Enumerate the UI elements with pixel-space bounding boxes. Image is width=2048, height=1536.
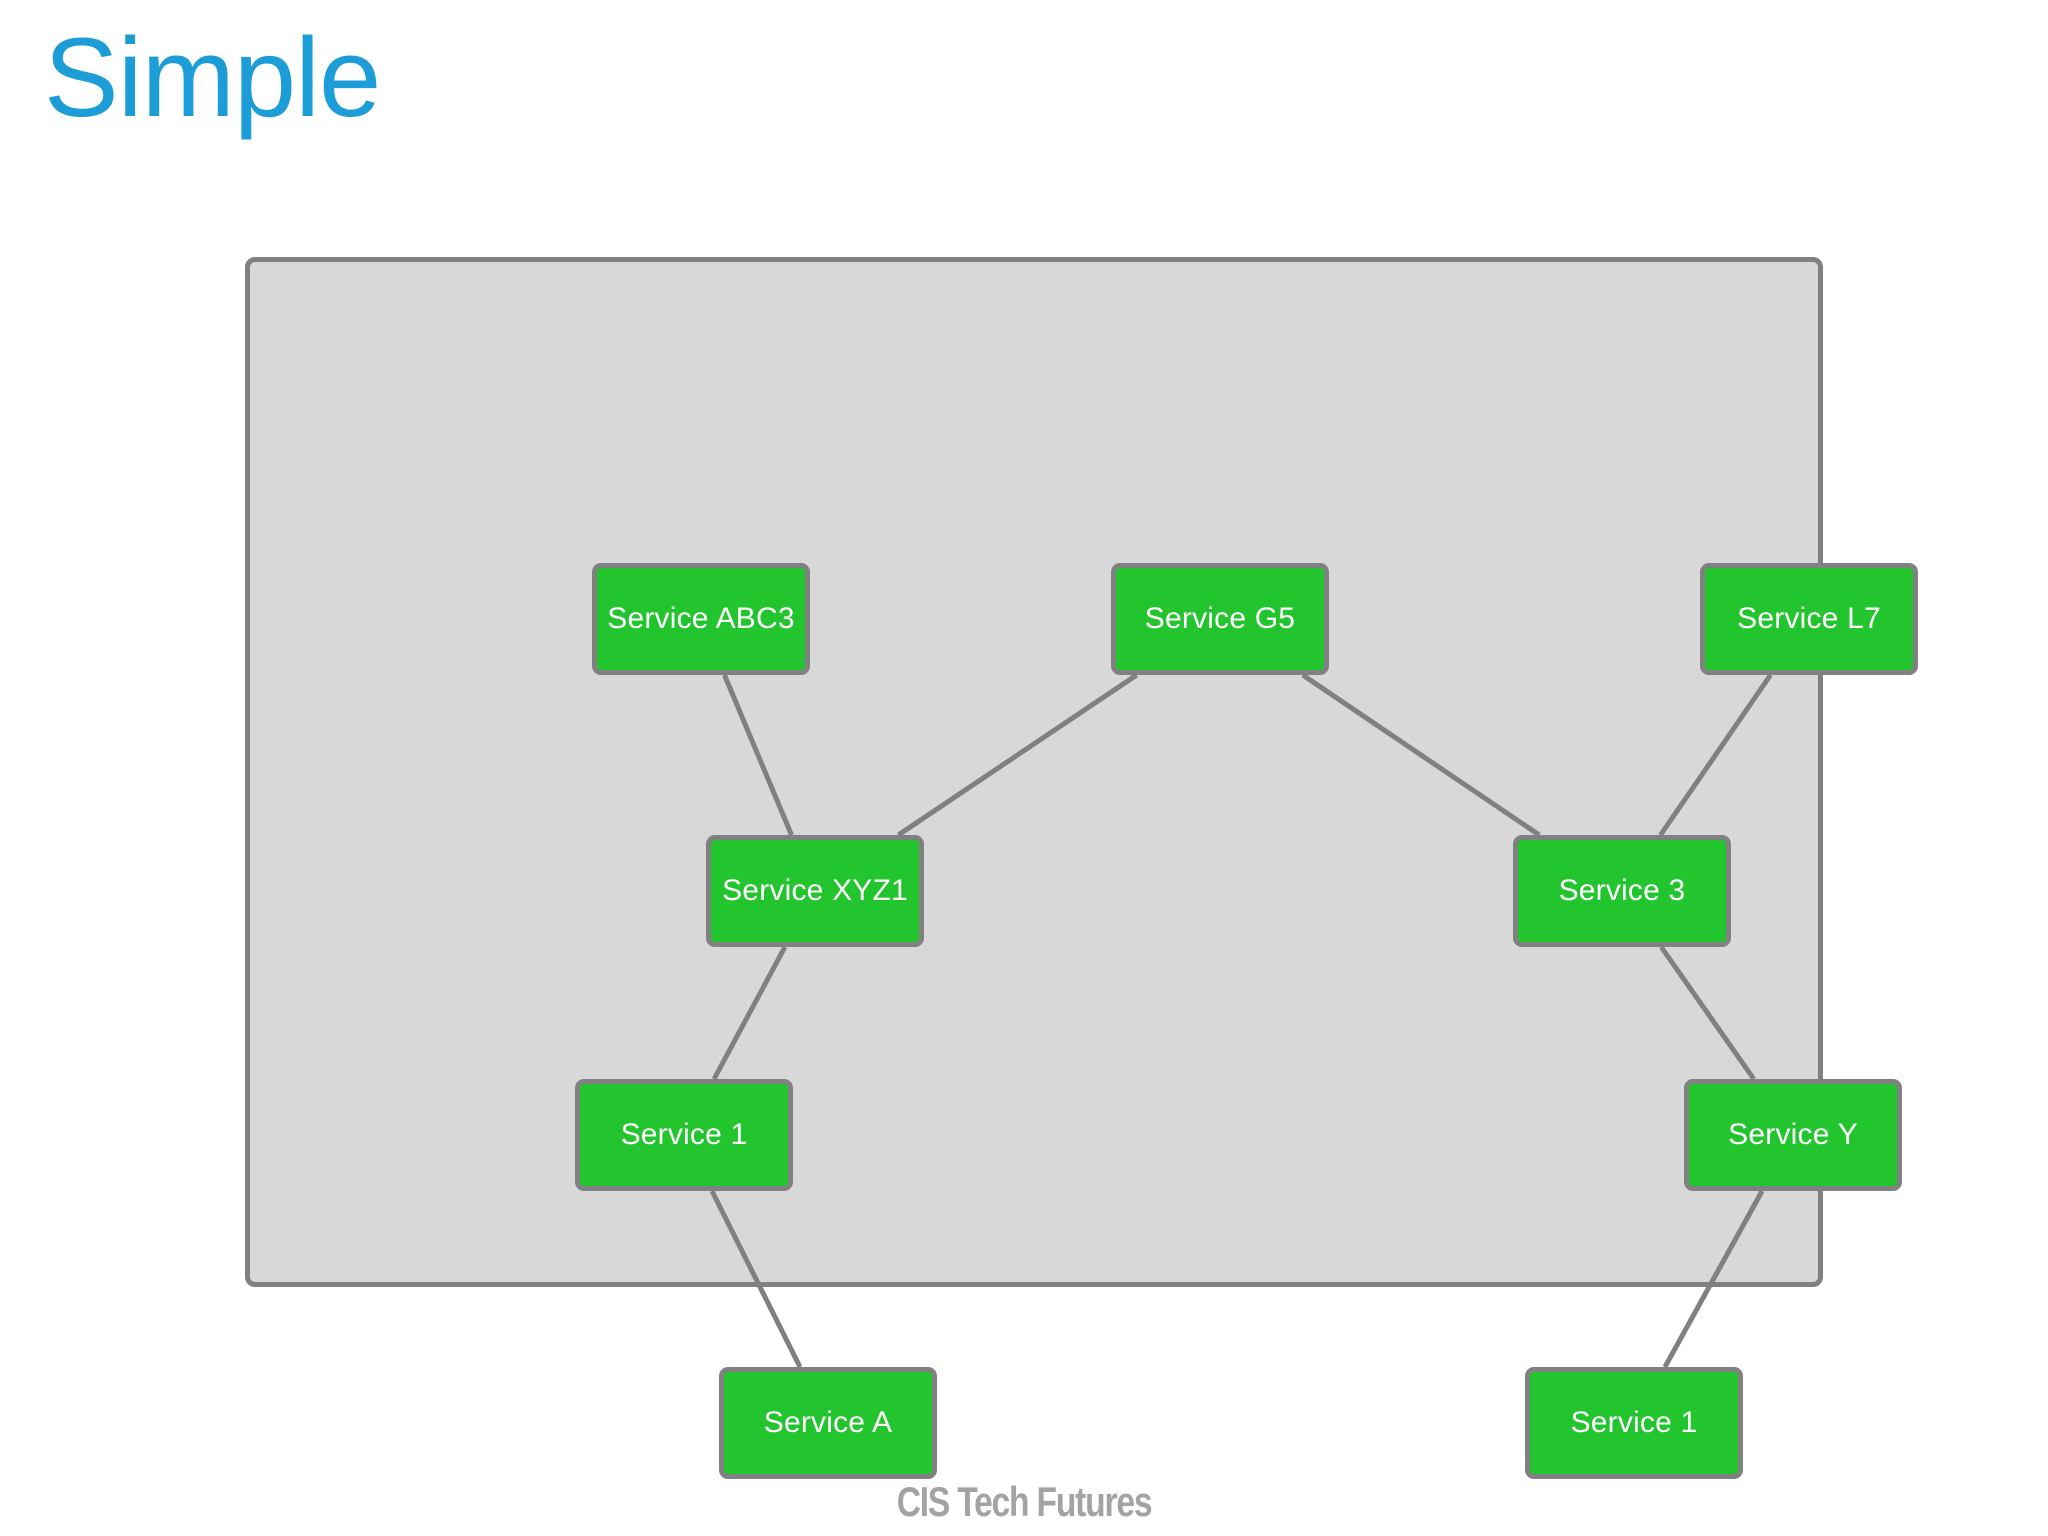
page-title: Simple: [44, 15, 381, 140]
service-node-label: Service ABC3: [607, 602, 795, 635]
service-node-svc3[interactable]: Service 3: [1513, 835, 1731, 947]
service-node-svcY[interactable]: Service Y: [1684, 1079, 1902, 1191]
service-node-svc1L[interactable]: Service 1: [575, 1079, 793, 1191]
service-node-label: Service Y: [1728, 1118, 1858, 1151]
service-node-label: Service L7: [1737, 602, 1881, 635]
service-node-svc1R[interactable]: Service 1: [1525, 1367, 1743, 1479]
service-node-xyz1[interactable]: Service XYZ1: [706, 835, 924, 947]
service-node-label: Service 3: [1558, 874, 1686, 907]
service-node-label: Service XYZ1: [722, 874, 908, 907]
service-node-label: Service 1: [1570, 1406, 1698, 1439]
service-node-label: Service A: [763, 1406, 893, 1439]
diagram-container-panel: [245, 257, 1823, 1287]
service-node-abc3[interactable]: Service ABC3: [592, 563, 810, 675]
service-node-svcA[interactable]: Service A: [719, 1367, 937, 1479]
service-node-label: Service G5: [1144, 602, 1296, 635]
service-node-l7[interactable]: Service L7: [1700, 563, 1918, 675]
service-node-label: Service 1: [620, 1118, 748, 1151]
service-node-g5[interactable]: Service G5: [1111, 563, 1329, 675]
footer-brand-logo: CIS Tech Futures: [896, 1478, 1153, 1525]
